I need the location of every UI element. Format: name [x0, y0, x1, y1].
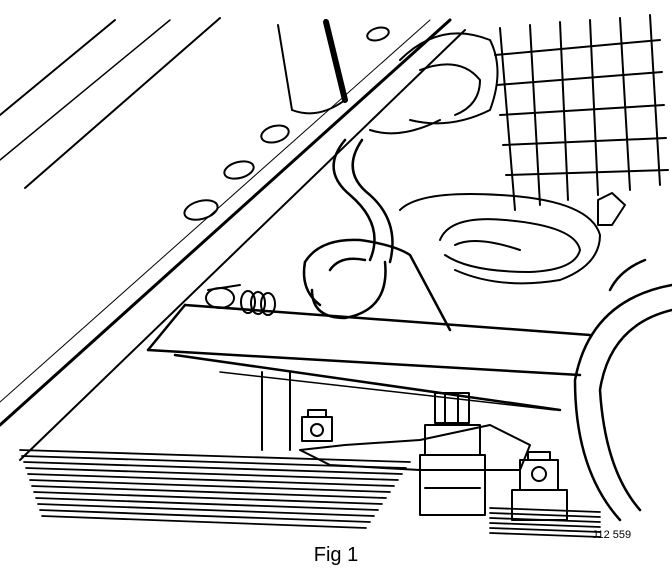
leaf-spring — [19, 449, 601, 538]
leaf-spring-line — [21, 455, 407, 469]
leaf-spring-line — [489, 532, 601, 538]
leaf-spring-line — [489, 522, 601, 528]
cross-member — [146, 303, 592, 412]
leaf-spring-line — [29, 479, 391, 493]
leaf-spring-line — [25, 467, 399, 481]
leaf-spring-line — [489, 512, 601, 518]
reference-code: J12 559 — [592, 529, 631, 541]
leaf-spring-line — [489, 517, 601, 523]
leaf-spring-line — [27, 473, 395, 487]
figure-caption: Fig 1 — [313, 544, 359, 566]
leaf-spring-line — [33, 491, 383, 505]
rail-holes — [183, 26, 390, 221]
leaf-spring-line — [489, 527, 601, 533]
leaf-spring-line — [31, 485, 387, 499]
mesh-grille — [494, 14, 669, 211]
coiled-pipe — [399, 192, 626, 285]
flex-hose — [332, 138, 394, 264]
leaf-spring-line — [41, 515, 367, 529]
leaf-spring-line — [37, 503, 375, 517]
bolt-assembly — [419, 392, 486, 516]
vertical-pipe — [277, 19, 348, 115]
wheel-ring — [573, 258, 672, 522]
cylinder — [369, 32, 499, 135]
leaf-spring-line — [489, 507, 601, 513]
leaf-spring-line — [35, 497, 379, 511]
leaf-spring-line — [39, 509, 371, 523]
chassis-rail — [0, 17, 466, 461]
leaf-spring-line — [19, 449, 411, 463]
leaf-spring-line — [23, 461, 403, 475]
nut-left — [301, 409, 333, 442]
